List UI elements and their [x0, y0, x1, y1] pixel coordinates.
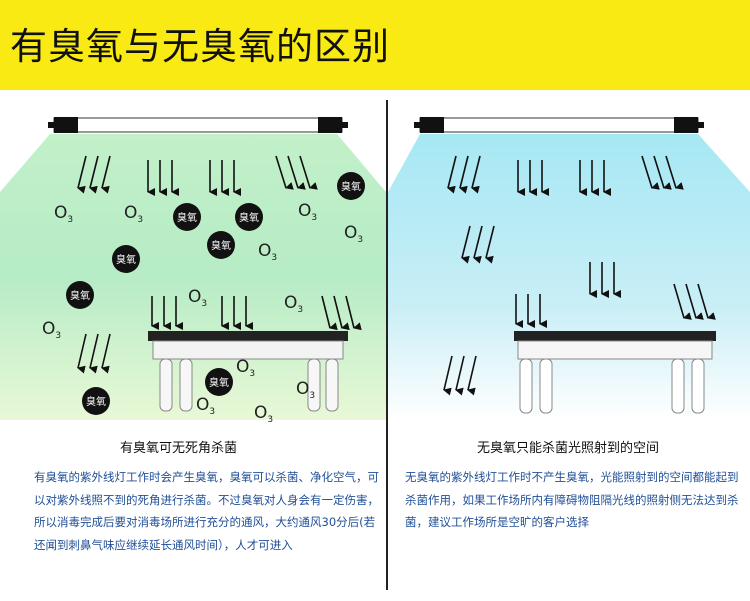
ozone-bubble: 臭氧	[207, 231, 235, 259]
uv-ray-arrows	[77, 333, 111, 374]
ozone-bubble: 臭氧	[337, 172, 365, 200]
left-caption: 有臭氧可无死角杀菌	[120, 441, 238, 456]
uv-ray-arrows	[579, 160, 611, 196]
uv-ray-arrows	[221, 296, 253, 330]
svg-text:臭氧: 臭氧	[341, 180, 361, 193]
ozone-bubble: 臭氧	[112, 245, 140, 273]
svg-text:臭氧: 臭氧	[86, 395, 106, 408]
uv-ray-arrows	[517, 160, 549, 196]
ozone-bubble: 臭氧	[66, 281, 94, 309]
left-description: 有臭氧的紫外线灯工作时会产生臭氧，臭氧可以杀菌、净化空气，可以对紫外线照不到的死…	[34, 470, 379, 552]
left-table	[148, 331, 348, 412]
svg-text:臭氧: 臭氧	[70, 289, 90, 302]
column-divider	[386, 100, 388, 590]
right-table	[514, 331, 716, 414]
ozone-bubble: 臭氧	[173, 203, 201, 231]
ozone-bubble: 臭氧	[82, 387, 110, 415]
uv-ray-arrows	[275, 155, 318, 190]
right-description: 无臭氧的紫外线灯工作时不产生臭氧，光能照射到的空间都能起到杀菌作用，如果工作场所…	[405, 470, 739, 529]
svg-text:臭氧: 臭氧	[239, 211, 259, 224]
svg-text:臭氧: 臭氧	[209, 376, 229, 389]
uv-ray-arrows	[147, 160, 179, 196]
uv-ray-arrows	[641, 155, 684, 190]
uv-ray-arrows	[151, 296, 183, 330]
uv-ray-arrows	[673, 283, 716, 320]
uv-ray-arrows	[447, 155, 481, 194]
ozone-bubble: 臭氧	[205, 368, 233, 396]
ozone-bubble: 臭氧	[235, 203, 263, 231]
left-uv-lamp	[48, 117, 348, 133]
page-title: 有臭氧与无臭氧的区别	[10, 25, 390, 68]
uv-ray-arrows	[443, 355, 477, 396]
header-banner: 有臭氧与无臭氧的区别	[0, 0, 750, 90]
uv-ray-arrows	[77, 155, 111, 194]
right-uv-lamp	[414, 117, 704, 133]
uv-ray-arrows	[461, 225, 495, 264]
uv-ray-arrows	[589, 262, 621, 298]
right-caption: 无臭氧只能杀菌光照射到的空间	[477, 441, 660, 456]
svg-text:臭氧: 臭氧	[116, 253, 136, 266]
uv-ray-arrows	[209, 160, 241, 196]
svg-text:臭氧: 臭氧	[177, 211, 197, 224]
uv-ray-arrows	[321, 295, 362, 331]
uv-ray-arrows	[515, 294, 547, 328]
svg-text:臭氧: 臭氧	[211, 239, 231, 252]
